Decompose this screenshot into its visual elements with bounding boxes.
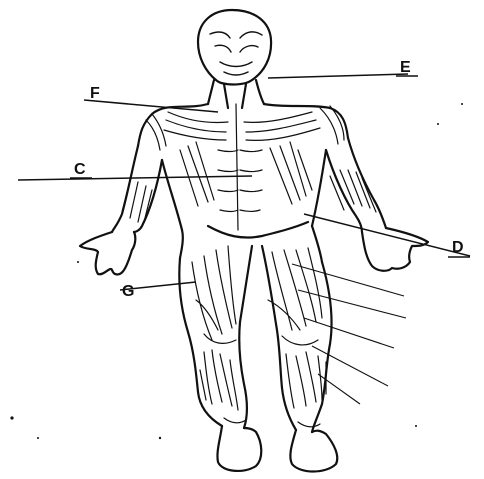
speck [159, 437, 161, 439]
left-foot-outline [217, 426, 261, 471]
label-f: F [90, 85, 100, 102]
label-g: G [122, 283, 134, 300]
leader-lines [18, 74, 470, 404]
speck [37, 437, 39, 439]
left-leg-outline [179, 246, 252, 428]
ankle-outlines [224, 418, 320, 427]
human-figure-outline [80, 10, 428, 472]
label-c: C [74, 161, 86, 178]
deltoid-muscles [146, 106, 344, 150]
torso-outline [138, 104, 348, 146]
right-arm-outline [326, 138, 386, 232]
extra-pointer-strokes [292, 264, 406, 404]
right-foot-outline [290, 430, 337, 472]
right-hand-outline [362, 228, 428, 271]
speck [10, 416, 13, 419]
left-thigh-muscles [192, 246, 236, 340]
speck [77, 261, 79, 263]
label-e: E [400, 59, 411, 76]
speck [437, 123, 439, 125]
label-d: D [452, 239, 464, 256]
leader-line-d [304, 214, 470, 256]
chest-muscles [164, 112, 320, 140]
right-calf-muscles [286, 352, 326, 408]
left-calf-muscles [200, 350, 238, 410]
leader-line-e [268, 74, 408, 78]
left-hand-outline [80, 232, 135, 275]
head-outline [198, 10, 271, 85]
leader-line-c [18, 176, 252, 180]
knee-outlines [204, 334, 318, 345]
torso-sides [162, 150, 326, 230]
face-muscles [210, 32, 262, 75]
right-leg-outline [262, 246, 332, 432]
speck [415, 425, 417, 427]
speck [461, 103, 463, 105]
